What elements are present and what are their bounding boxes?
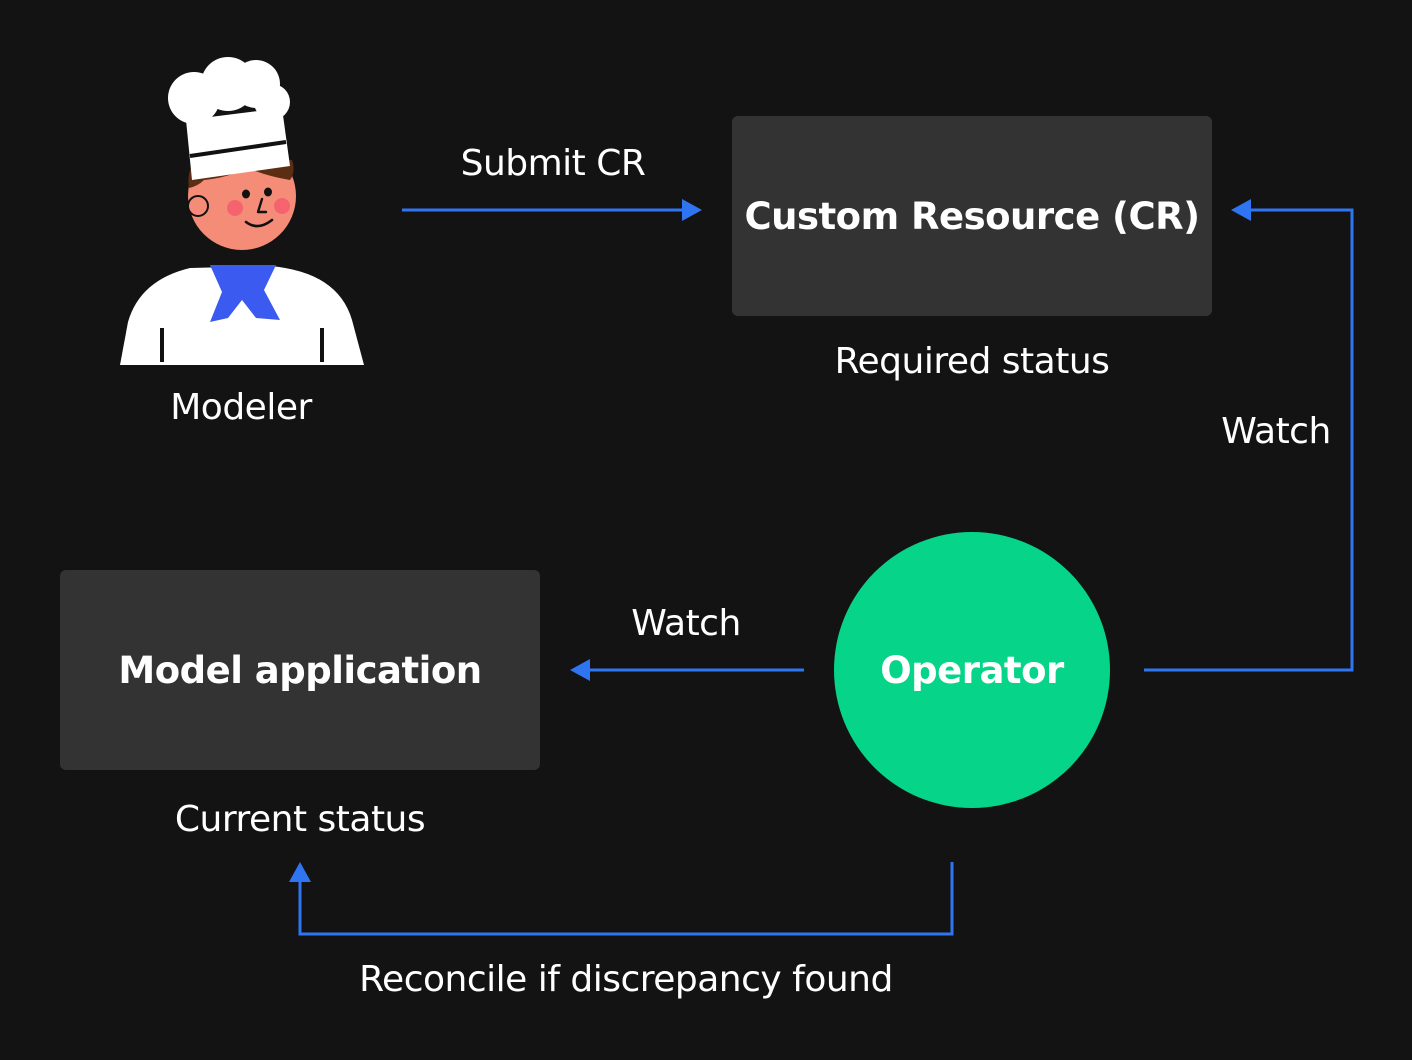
watch-model-label: Watch — [631, 603, 741, 644]
chef-avatar-icon — [120, 57, 364, 365]
modeler-caption: Modeler — [170, 387, 312, 428]
reconcile-label: Reconcile if discrepancy found — [359, 959, 893, 1000]
cr-caption: Required status — [834, 341, 1110, 382]
submit-label: Submit CR — [460, 143, 646, 184]
watch-cr-label: Watch — [1221, 411, 1331, 452]
operator-node-title: Operator — [880, 648, 1064, 692]
reconcile-arrow — [289, 862, 954, 936]
model-node: Model application — [60, 570, 540, 770]
operator-node: Operator — [834, 532, 1110, 808]
model-node-title: Model application — [118, 648, 482, 692]
cr-node-title: Custom Resource (CR) — [744, 194, 1200, 238]
watch-model-arrow — [570, 659, 804, 681]
submit-arrow — [402, 199, 702, 221]
model-caption: Current status — [174, 799, 426, 840]
watch-cr-arrow — [1144, 199, 1354, 672]
cr-node: Custom Resource (CR) — [732, 116, 1212, 316]
